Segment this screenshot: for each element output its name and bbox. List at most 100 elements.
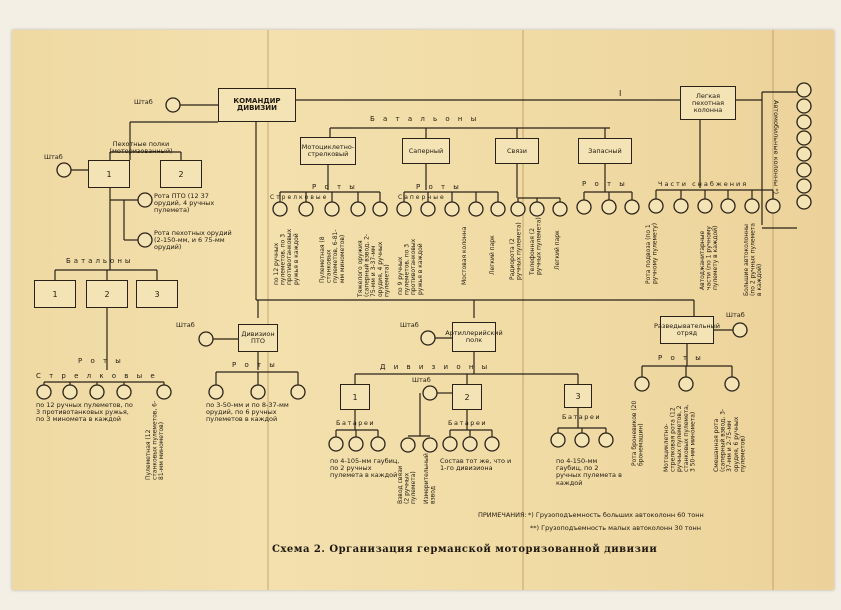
pto-company-circle — [208, 384, 224, 400]
battery-circle — [574, 432, 590, 448]
inf-battalion-3: 3 — [136, 280, 178, 308]
sapper-company-circle — [396, 201, 412, 217]
pto-company-text: Рота ПТО (12 37 орудий, 4 ручных пулемет… — [154, 192, 215, 215]
inf-battalion-1: 1 — [34, 280, 76, 308]
sapper-label: Саперные — [398, 194, 446, 201]
staff-label: Штаб — [44, 153, 63, 161]
moto-company-circle — [350, 201, 366, 217]
auto-column-circle — [796, 178, 812, 194]
pto-company-circle — [250, 384, 266, 400]
art-division-3: 3 — [564, 384, 592, 408]
moto-company-circle — [324, 201, 340, 217]
platoon-circle — [400, 437, 416, 453]
sapper-text-3: Легкий парк — [489, 235, 496, 275]
reserve-company-circle — [576, 199, 592, 215]
signal-company-circle — [529, 201, 545, 217]
battalion-signal: Связи — [495, 138, 539, 164]
document-sheet — [12, 30, 834, 590]
recon-company-circle — [634, 376, 650, 392]
signal-company-circle — [510, 201, 526, 217]
supply-circle — [697, 198, 713, 214]
auto-columns-label: Автомобильные колонны *) — [772, 100, 780, 195]
regiment-2-box: 2 — [160, 160, 202, 188]
light-column-box: Легкая пехотная колонна — [680, 86, 736, 120]
inf-companies-label: Р о т ы — [78, 357, 124, 365]
staff-circle — [732, 322, 748, 338]
supply-text-3: Большие автоколонны (по 2 ручных пулемет… — [743, 223, 764, 296]
inf-mg-text: Пулеметная (12 станковых пулеметов, 6-81… — [145, 400, 166, 480]
auto-column-circle — [796, 130, 812, 146]
moto-text-1: по 12 ручных пулеметов, по 3 противотанк… — [273, 228, 300, 285]
notes-title: ПРИМЕЧАНИЯ: — [478, 511, 527, 519]
signal-platoon-text: Взвод связи (2 ручных пулемета) — [397, 465, 418, 504]
note-2: **) Грузоподъемность малых автоколонн 30… — [530, 524, 702, 532]
sapper-text-1: по 9 ручных пулеметов, по 3 противотанко… — [397, 238, 424, 295]
auto-column-circle — [796, 146, 812, 162]
recon-box: Разведывательный отряд — [654, 316, 720, 344]
pto-division-box: Дивизион ПТО — [238, 324, 278, 352]
art-division-1: 1 — [340, 384, 370, 410]
sapper-company-circle — [490, 201, 506, 217]
moto-text-3: Тяжелого оружия (саперный взвод, 2-75-мм… — [357, 233, 391, 297]
battery-circle — [462, 436, 478, 452]
inf-company-circle — [89, 384, 105, 400]
infantry-regiment-label: Пехотные полки (моторизованный) — [109, 140, 173, 156]
moto-text-2: Пулеметная (8 станковых пулеметов, 6-81-… — [319, 229, 346, 283]
signal-text-2: Телефонная (2 ручных пулемета) — [529, 217, 543, 275]
battalions-title: Б а т а л ь о н ы — [370, 115, 480, 123]
supply-label: Части снабжения — [658, 180, 749, 188]
staff-circle — [420, 330, 436, 346]
supply-text-1: Рота подвоза (по 1 ручному пулемету) — [645, 222, 659, 284]
measure-platoon-text: Измерительный взвод — [423, 453, 437, 504]
staff-circle — [198, 331, 214, 347]
paper-fold — [267, 30, 269, 590]
gun-company-text: Рота пехотных орудий (2-150-мм, и 6 75-м… — [154, 229, 232, 252]
commander-box: КОМАНДИР ДИВИЗИИ — [218, 88, 296, 122]
battery-circle — [484, 436, 500, 452]
gun-company-circle — [137, 232, 153, 248]
moto-company-circle — [272, 201, 288, 217]
batteries-label-1: Батареи — [336, 419, 376, 427]
recon-companies-label: Р о т ы — [658, 354, 704, 362]
auto-column-circle — [796, 194, 812, 210]
batteries-label-2: Батареи — [448, 419, 488, 427]
auto-column-circle — [796, 114, 812, 130]
staff-circle — [165, 97, 181, 113]
sapper-text-2: Мостовая колонна — [461, 226, 468, 285]
reserve-company-circle — [601, 199, 617, 215]
auto-column-circle — [796, 98, 812, 114]
moto-companies-label: Р о т ы — [312, 183, 358, 191]
supply-circle — [744, 198, 760, 214]
b3-text: по 4-150-мм гаубиц, по 2 ручных пулемета… — [556, 457, 622, 487]
pto-division-text: по 3-50-мм и по 8-37-мм орудий, по 6 руч… — [206, 401, 289, 424]
marker-one: I — [619, 89, 622, 98]
battery-circle — [348, 436, 364, 452]
inf-rifle-label: С т р е л к о в ы е — [36, 372, 158, 380]
supply-circle — [720, 198, 736, 214]
batteries-label-3: Батареи — [562, 413, 602, 421]
supply-circle — [765, 198, 781, 214]
platoon-circle — [422, 437, 438, 453]
staff-circle — [422, 385, 438, 401]
battalion-reserve: Запасный — [578, 138, 632, 164]
reserve-company-circle — [624, 199, 640, 215]
staff-label: Штаб — [176, 321, 195, 329]
staff-label: Штаб — [400, 321, 419, 329]
recon-text-2: Мотоциклетно-стрелковая рота (12 ручных … — [663, 404, 697, 472]
inf-rifle-text: по 12 ручных пулеметов, по 3 противотанк… — [36, 401, 133, 424]
recon-text-1: Рота броневиков (20 бронемашин) — [631, 400, 645, 466]
inf-battalion-2: 2 — [86, 280, 128, 308]
recon-company-circle — [678, 376, 694, 392]
pto-companies-label: Р о т ы — [232, 361, 278, 369]
inf-company-circle — [116, 384, 132, 400]
sapper-company-circle — [444, 201, 460, 217]
b1-text: по 4-105-мм гаубиц, по 2 ручных пулемета… — [330, 457, 400, 480]
recon-text-3: Смешанная рота (саперный взвод, 3-37-мм … — [713, 408, 747, 472]
note-1: *) Грузоподъемность больших автоколонн 6… — [528, 511, 704, 519]
battery-circle — [370, 436, 386, 452]
regiment-1-box: 1 — [88, 160, 130, 188]
moto-company-circle — [372, 201, 388, 217]
signal-company-circle — [552, 201, 568, 217]
battery-circle — [328, 436, 344, 452]
